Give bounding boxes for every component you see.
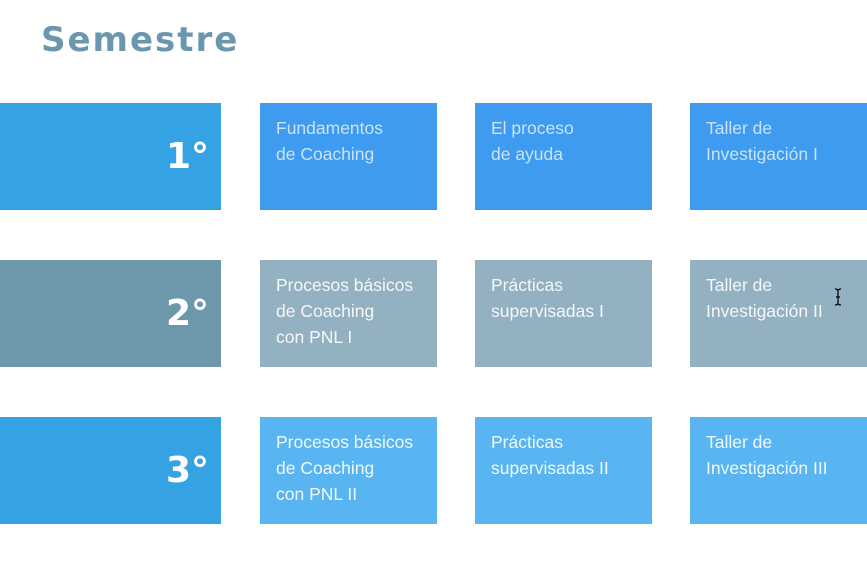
course-practicas-supervisadas-1[interactable]: Prácticas supervisadas I xyxy=(475,260,652,367)
course-procesos-basicos-pnl-1[interactable]: Procesos básicos de Coaching con PNL I xyxy=(260,260,437,367)
course-taller-investigacion-1[interactable]: Taller de Investigación I xyxy=(690,103,867,210)
course-taller-investigacion-2[interactable]: Taller de Investigación II xyxy=(690,260,867,367)
course-procesos-basicos-pnl-2[interactable]: Procesos básicos de Coaching con PNL II xyxy=(260,417,437,524)
course-fundamentos-de-coaching[interactable]: Fundamentos de Coaching xyxy=(260,103,437,210)
course-taller-investigacion-3[interactable]: Taller de Investigación III xyxy=(690,417,867,524)
course-el-proceso-de-ayuda[interactable]: El proceso de ayuda xyxy=(475,103,652,210)
semester-3-tile: 3° xyxy=(0,417,221,524)
semester-2-tile: 2° xyxy=(0,260,221,367)
text-cursor-icon xyxy=(834,288,842,306)
course-practicas-supervisadas-2[interactable]: Prácticas supervisadas II xyxy=(475,417,652,524)
semester-1-tile: 1° xyxy=(0,103,221,210)
page-title: Semestre xyxy=(41,20,240,60)
